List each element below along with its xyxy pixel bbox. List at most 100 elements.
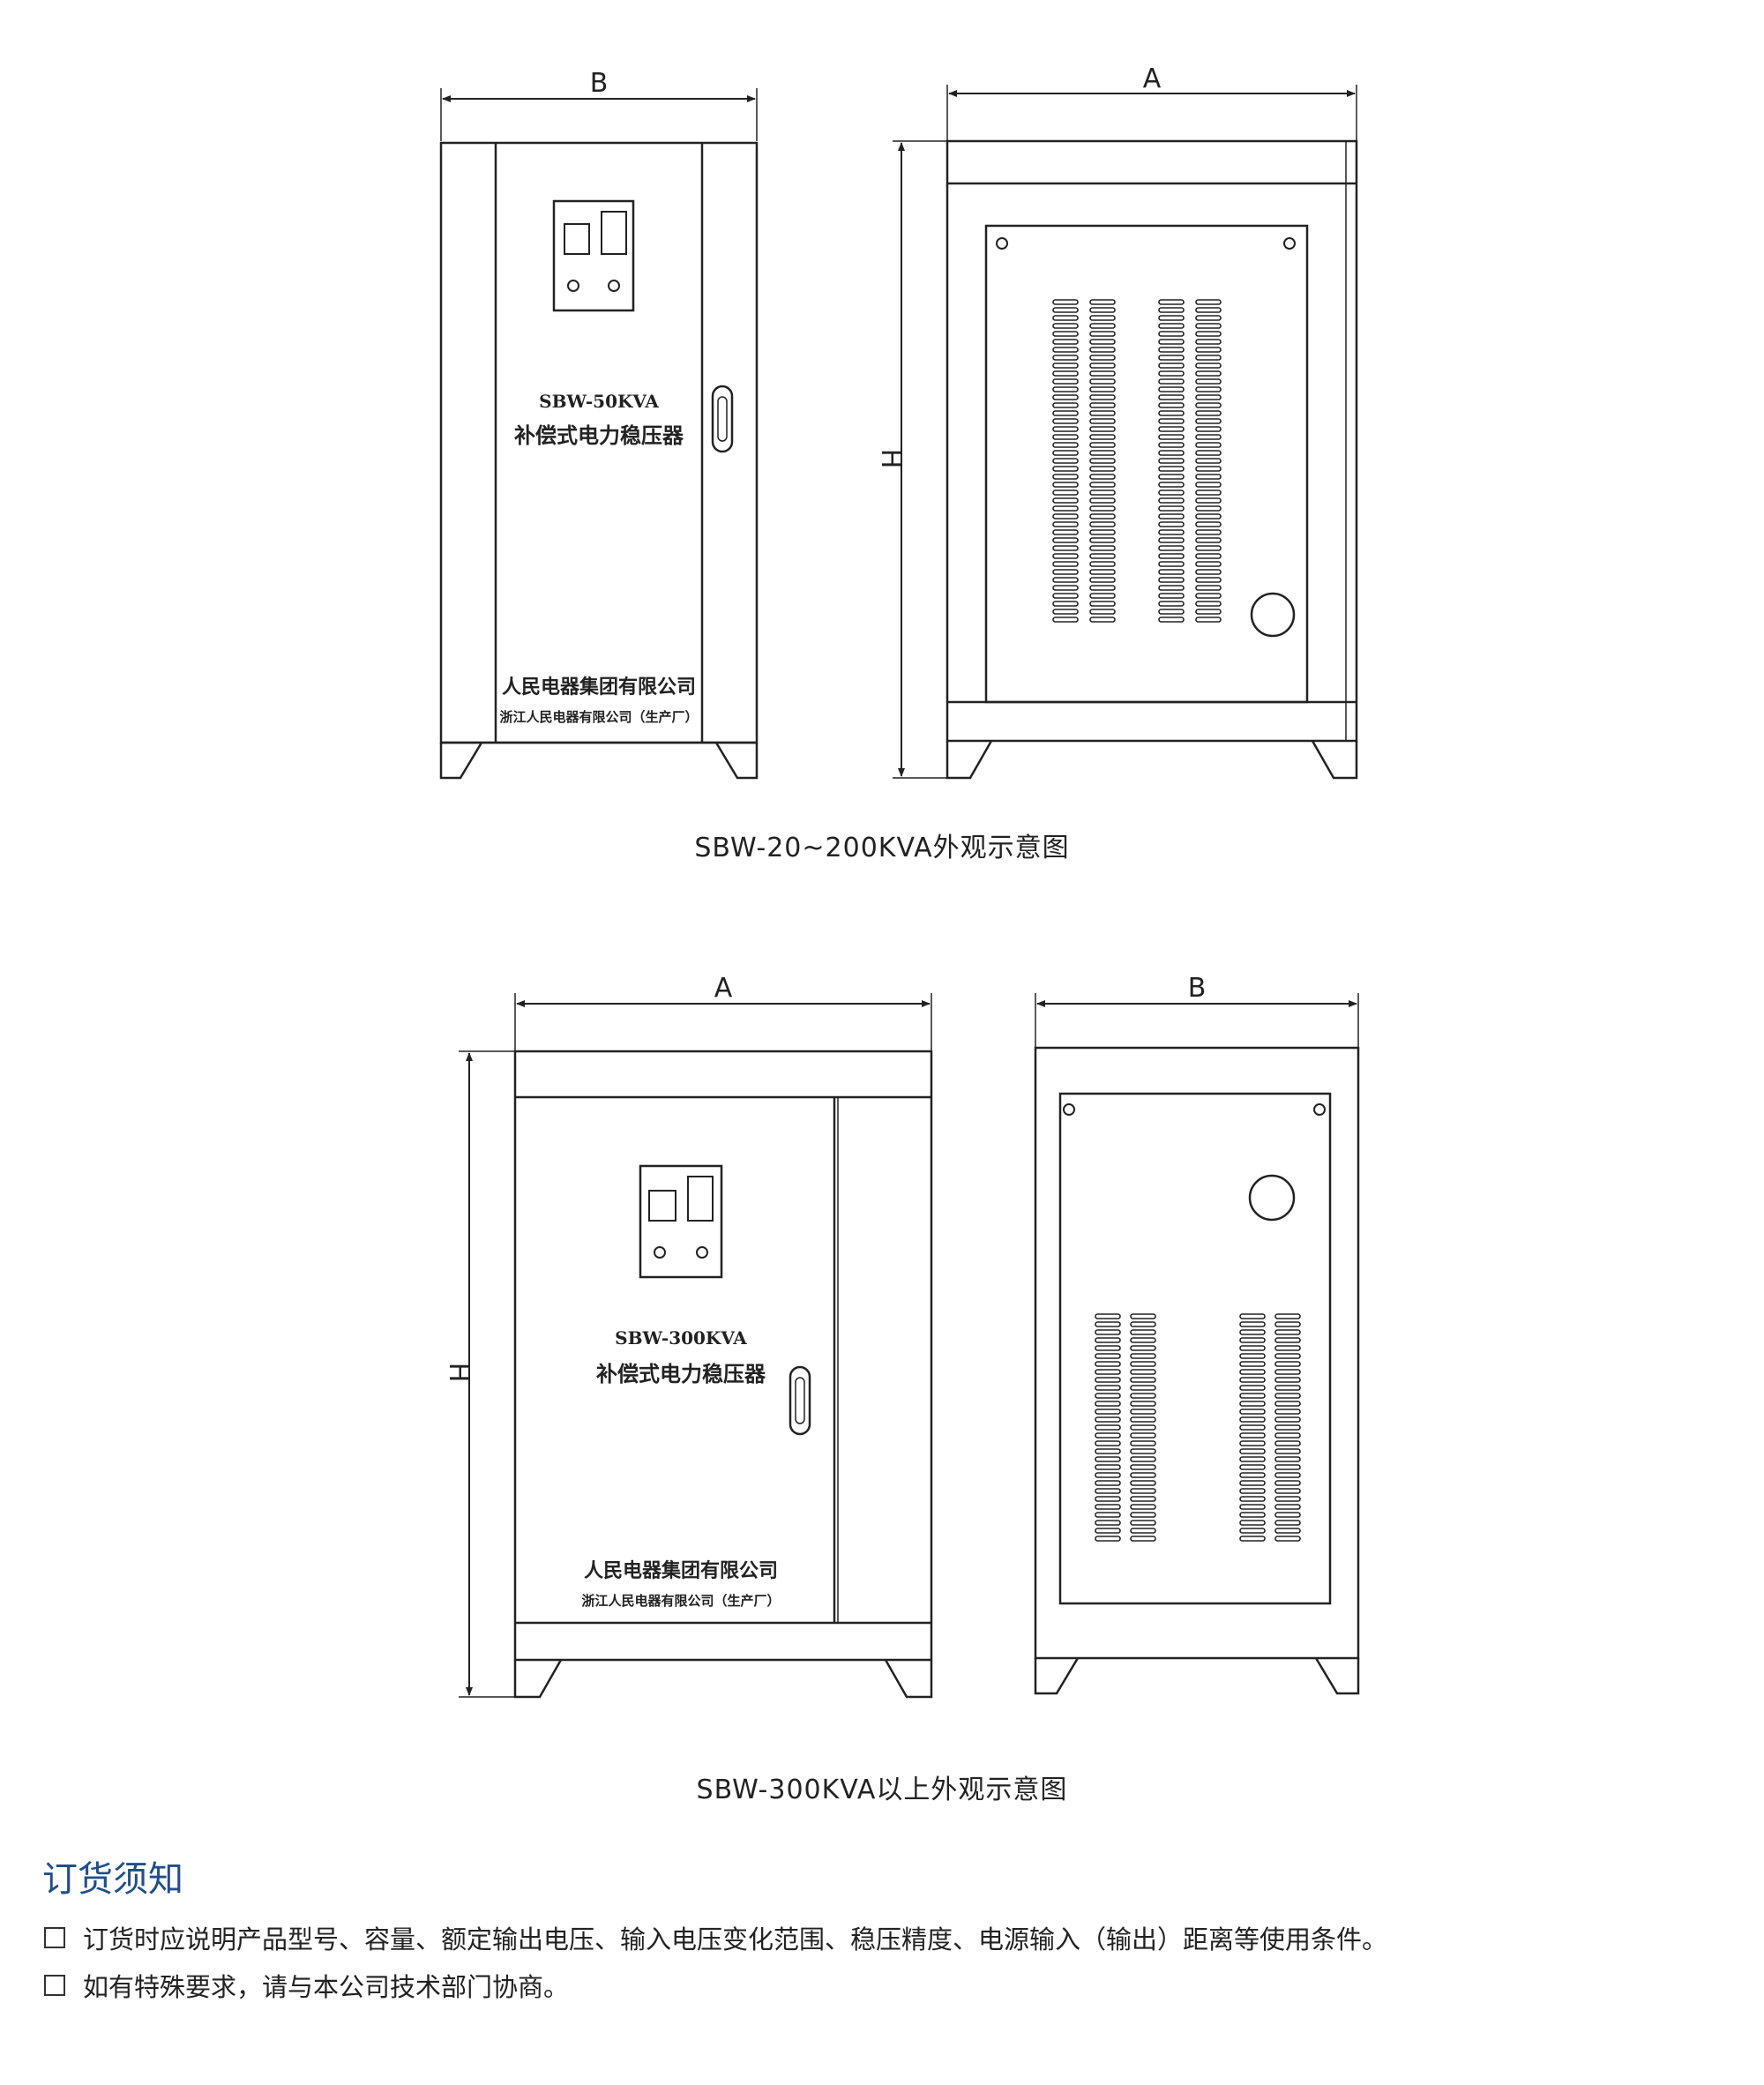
vent-slot (1195, 553, 1222, 559)
vent-slot (1130, 1496, 1156, 1502)
vent-slot (1095, 1329, 1121, 1335)
vent-slot (1095, 1361, 1121, 1367)
vent-slot (1052, 537, 1079, 543)
vent-slot (1052, 307, 1079, 313)
vent-slot (1052, 378, 1079, 385)
vent-slot (1274, 1329, 1301, 1335)
ordering-item-text: 如有特殊要求，请与本公司技术部门协商。 (83, 1972, 570, 2002)
vent-slot (1274, 1337, 1301, 1343)
vent-slot (1089, 315, 1116, 321)
fig2-caption: SBW-300KVA以上外观示意图 (696, 1775, 1068, 1805)
fig2-dim-a-label: A (714, 973, 733, 1004)
vent-slot (1274, 1424, 1301, 1431)
vent-slot (1089, 529, 1116, 535)
vent-slot (1195, 450, 1222, 456)
vent-slot (1052, 442, 1079, 448)
vent-slot (1158, 561, 1185, 567)
vent-slot (1239, 1337, 1266, 1343)
ordering-item: 如有特殊要求，请与本公司技术部门协商。 (44, 1967, 569, 2004)
vent-slot (1095, 1369, 1121, 1375)
vent-slot (1095, 1377, 1121, 1383)
vent-slot (1089, 370, 1116, 377)
vent-slot (1052, 394, 1079, 400)
vent-slot (1274, 1385, 1301, 1391)
vent-slot (1052, 529, 1079, 535)
vent-slot (1089, 299, 1116, 305)
vent-slot (1052, 450, 1079, 456)
vent-slot (1089, 434, 1116, 440)
vent-slot (1089, 545, 1116, 551)
vent-slot (1089, 339, 1116, 345)
vent-slot (1158, 505, 1185, 512)
vent-slot (1195, 521, 1222, 527)
vent-slot (1274, 1464, 1301, 1470)
vent-slot (1089, 402, 1116, 408)
vent-slot (1158, 585, 1185, 591)
checkbox-icon (44, 1927, 65, 1948)
vent-slot (1239, 1313, 1266, 1319)
ordering-title: 订货须知 (42, 1859, 183, 1900)
vent-slot (1095, 1385, 1121, 1391)
vent-slot (1089, 458, 1116, 464)
vent-slot (1274, 1313, 1301, 1319)
vent-slot (1158, 482, 1185, 488)
vent-slot (1158, 553, 1185, 559)
vent-slot (1195, 585, 1222, 591)
vent-slot (1052, 418, 1079, 424)
vent-slot (1130, 1512, 1156, 1518)
vent-slot (1274, 1369, 1301, 1375)
vent-slot (1052, 362, 1079, 369)
vent-slot (1274, 1480, 1301, 1486)
vent-slot (1052, 458, 1079, 464)
vent-slot (1052, 434, 1079, 440)
vent-slot (1095, 1448, 1121, 1454)
vent-slot (1095, 1504, 1121, 1510)
vent-slot (1089, 466, 1116, 472)
vent-slot (1274, 1321, 1301, 1327)
fig1-model-label: SBW-50KVA (539, 391, 659, 412)
vent-slot (1158, 299, 1185, 305)
vent-slot (1130, 1424, 1156, 1431)
vent-slot (1089, 601, 1116, 607)
vent-slot (1195, 347, 1222, 353)
vent-slot (1130, 1313, 1156, 1319)
vent-slot (1195, 617, 1222, 623)
vent-slot (1052, 505, 1079, 512)
vent-slot (1158, 489, 1185, 496)
vent-slot (1195, 537, 1222, 543)
vent-slot (1052, 482, 1079, 488)
vent-slot (1052, 331, 1079, 337)
vent-slot (1089, 442, 1116, 448)
vent-slot (1158, 537, 1185, 543)
vent-slot (1239, 1393, 1266, 1399)
vent-slot (1239, 1456, 1266, 1462)
vent-slot (1274, 1448, 1301, 1454)
vent-slot (1274, 1432, 1301, 1439)
vent-slot (1195, 394, 1222, 400)
vent-slot (1195, 577, 1222, 583)
vent-slot (1130, 1488, 1156, 1494)
vent-slot (1158, 410, 1185, 416)
vent-slot (1158, 569, 1185, 575)
vent-slot (1095, 1440, 1121, 1446)
vent-slot (1239, 1401, 1266, 1407)
vent-slot (1274, 1409, 1301, 1415)
fig1-caption: SBW-20~200KVA外观示意图 (694, 833, 1070, 863)
vent-slot (1052, 553, 1079, 559)
fig1-side-view (893, 85, 1358, 780)
vent-slot (1239, 1464, 1266, 1470)
vent-slot (1274, 1456, 1301, 1462)
vent-slot (1195, 609, 1222, 615)
vent-slot (1095, 1512, 1121, 1518)
fig2-front-view (459, 993, 933, 1699)
vent-slot (1052, 545, 1079, 551)
vent-slot (1239, 1504, 1266, 1510)
vent-slot (1195, 323, 1222, 329)
vent-slot (1158, 593, 1185, 599)
vent-slot (1195, 418, 1222, 424)
vent-slot (1239, 1520, 1266, 1526)
vent-slot (1052, 601, 1079, 607)
vent-slot (1158, 339, 1185, 345)
vent-slot (1195, 569, 1222, 575)
vent-slot (1130, 1528, 1156, 1534)
